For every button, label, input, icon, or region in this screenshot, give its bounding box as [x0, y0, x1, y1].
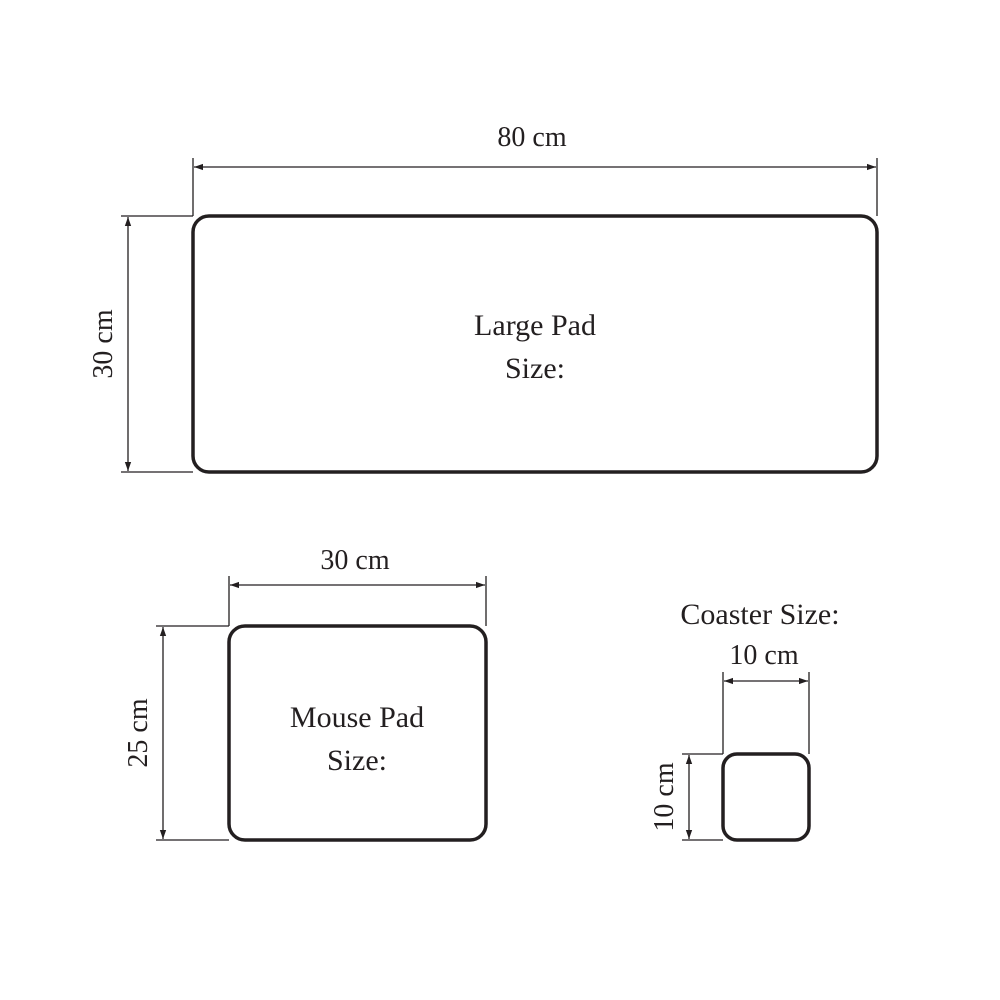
coaster-group: Coaster Size: 10 cm 10 cm [649, 598, 840, 842]
coaster-width-label: 10 cm [729, 640, 798, 671]
mouse-pad-title: Mouse Pad [290, 701, 424, 734]
large-pad-height-label: 30 cm [88, 309, 119, 378]
large-pad-size-label: Size: [505, 352, 565, 385]
mouse-pad-size-label: Size: [327, 744, 387, 777]
mouse-pad-outline [227, 624, 488, 842]
large-pad-outline [191, 214, 879, 474]
coaster-height-label: 10 cm [649, 762, 680, 831]
mouse-pad-group: 30 cm 25 cm Mouse Pad Size: [123, 545, 488, 842]
large-pad-group: 80 cm 30 cm Large Pad Size: [88, 122, 879, 474]
mouse-pad-width-label: 30 cm [320, 545, 389, 576]
large-pad-title: Large Pad [474, 309, 596, 342]
mouse-pad-height-label: 25 cm [123, 698, 154, 767]
coaster-outline [721, 752, 811, 842]
large-pad-width-label: 80 cm [497, 122, 566, 153]
coaster-title: Coaster Size: [680, 598, 839, 631]
